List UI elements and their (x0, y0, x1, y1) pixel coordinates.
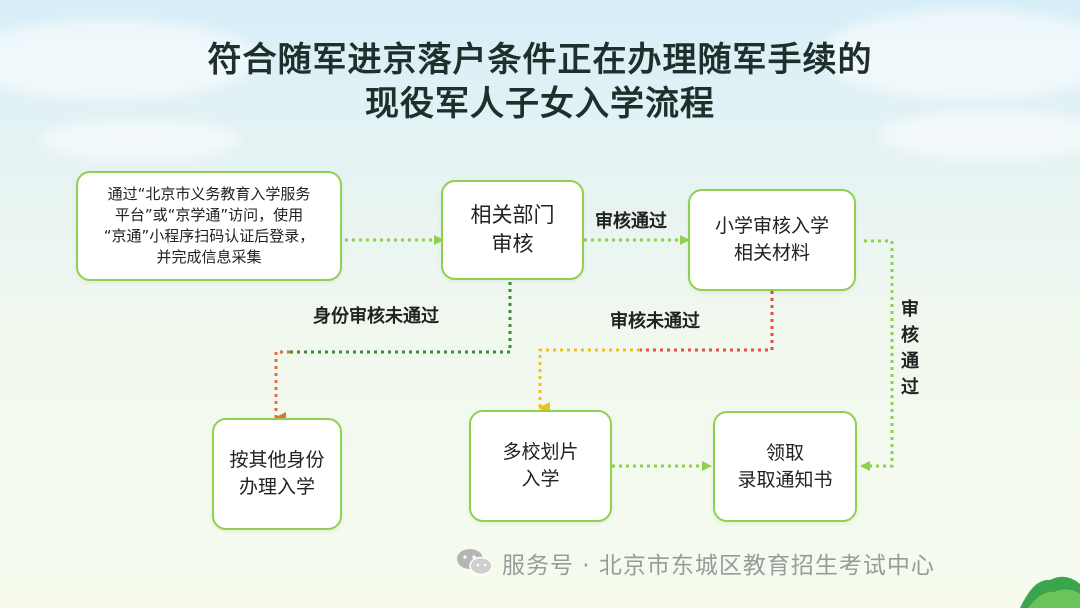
node-start-line-3: “京通”小程序扫码认证后登录， (103, 227, 315, 245)
node-notice-line-1: 领取 (765, 441, 804, 464)
watermark-text: 服务号 · 北京市东城区教育招生考试中心 (502, 553, 935, 579)
label-pass-vertical-char: 通 (901, 351, 919, 372)
arrow-dept-fail-segment (290, 282, 512, 354)
node-other-identity-line-1: 按其他身份 (229, 449, 325, 471)
node-school-review-line-2: 相关材料 (733, 242, 810, 264)
background-cloud (820, 10, 1080, 100)
node-dept-review: 相关部门 审核 (441, 180, 584, 280)
label-pass-vertical-char: 核 (901, 325, 919, 346)
node-notice-line-2: 录取通知书 (737, 468, 833, 491)
node-school-review-line-1: 小学审核入学 (714, 215, 829, 237)
node-school-review: 小学审核入学 相关材料 (688, 189, 856, 291)
node-multi-school-line-1: 多校划片 (502, 441, 579, 463)
arrow-school-fail-segment (640, 291, 774, 352)
node-other-identity-line-2: 办理入学 (238, 476, 315, 498)
node-multi-school-line-2: 入学 (521, 468, 560, 490)
node-start-line-4: 并完成信息采集 (156, 248, 262, 266)
label-pass-vertical-char: 过 (901, 377, 919, 398)
node-dept-review-line-2: 审核 (491, 232, 534, 256)
label-pass-vertical: 审 核 通 过 (899, 297, 921, 401)
arrow-to-other-identity (274, 350, 290, 424)
node-multi-school: 多校划片 入学 (469, 410, 612, 522)
label-review-fail: 审核未通过 (610, 311, 700, 332)
node-start: 通过“北京市义务教育入学服务 平台”或“京学通”访问，使用 “京通”小程序扫码认… (76, 171, 342, 281)
arrow-to-multi-school (538, 348, 640, 414)
node-start-line-2: 平台”或“京学通”访问，使用 (114, 206, 304, 224)
background-cloud (880, 110, 1080, 160)
background-cloud (0, 20, 260, 100)
label-identity-fail: 身份审核未通过 (313, 306, 439, 327)
label-pass-1: 审核通过 (595, 211, 667, 232)
node-other-identity: 按其他身份 办理入学 (212, 418, 342, 530)
hill-decoration (1020, 576, 1080, 608)
page-title-line-2: 现役军人子女入学流程 (365, 84, 715, 124)
node-start-line-1: 通过“北京市义务教育入学服务 (107, 185, 311, 203)
node-notice: 领取 录取通知书 (713, 411, 857, 522)
wechat-icon (457, 549, 493, 576)
arrow-school-to-notice (860, 239, 894, 471)
background-cloud (40, 120, 240, 160)
node-dept-review-line-1: 相关部门 (470, 203, 555, 227)
label-pass-vertical-char: 审 (901, 299, 919, 320)
page-title-line-1: 符合随军进京落户条件正在办理随军手续的 (207, 40, 873, 80)
